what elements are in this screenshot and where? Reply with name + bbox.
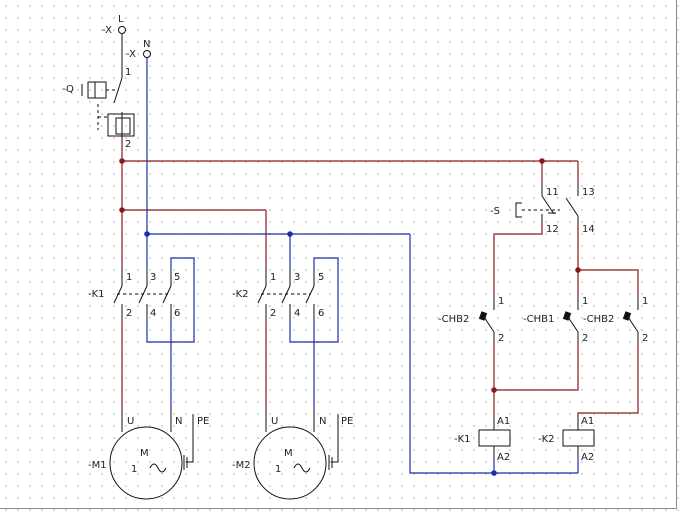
selector-pin-14: 14 (582, 224, 595, 235)
coil-K1-tag: -K1 (454, 434, 471, 445)
K1-pin-6: 6 (174, 308, 180, 319)
motor-M2-symbol: M (284, 448, 293, 459)
motor-M1-terminal-N: N (175, 416, 182, 427)
selector-pin-13: 13 (582, 187, 595, 198)
terminal-L-tag: -X (102, 25, 112, 36)
interlock-CHB1-tag: -CHB1 (523, 314, 554, 325)
coil-K1-pin-A2: A2 (497, 452, 510, 463)
K2-pin-1: 1 (270, 272, 276, 283)
terminal-L[interactable]: -X L (102, 14, 126, 36)
interlock-CHB2-a[interactable]: -CHB2 1 2 (438, 296, 504, 344)
motor-M2-tag: -M2 (232, 460, 251, 471)
interlock-CHB2-a-tag: -CHB2 (438, 314, 469, 325)
motor-M1-terminal-U: U (127, 416, 134, 427)
motor-M2-terminal-PE: PE (341, 416, 353, 427)
coil-K2[interactable]: -K2 A1 A2 (538, 414, 595, 463)
terminal-L-name: L (118, 14, 124, 25)
interlock-CHB2-b-pin-2: 2 (642, 333, 648, 344)
terminal-N-tag: -X (126, 49, 136, 60)
contactor-K2-tag: -K2 (232, 289, 249, 300)
interlock-CHB2-b-pin-1: 1 (642, 296, 648, 307)
motor-M2-terminal-U: U (271, 416, 278, 427)
motor-M2[interactable]: M 1 -M2 U N PE (232, 410, 353, 500)
contactor-K1[interactable]: -K1 1 3 5 2 4 6 (88, 268, 180, 319)
coil-K2-pin-A2: A2 (581, 452, 594, 463)
interlock-CHB2-a-pin-2: 2 (498, 333, 504, 344)
motor-M1-symbol: M (140, 448, 149, 459)
contactor-K1-tag: -K1 (88, 289, 105, 300)
K1-pin-1: 1 (126, 272, 132, 283)
terminal-N-name: N (143, 39, 150, 50)
motor-M1-phase: 1 (131, 464, 137, 475)
contactor-K2[interactable]: -K2 1 3 5 2 4 6 (232, 268, 324, 319)
motor-M1[interactable]: M 1 -M1 U N PE (88, 410, 209, 500)
selector-pin-12: 12 (546, 224, 559, 235)
coil-K2-tag: -K2 (538, 434, 555, 445)
neutral-wiring (144, 58, 579, 476)
breaker-pin-out: 2 (125, 139, 131, 150)
K2-pin-6: 6 (318, 308, 324, 319)
motor-M1-tag: -M1 (88, 460, 107, 471)
breaker-Q[interactable]: -Q 1 2 (62, 34, 135, 150)
K1-pin-3: 3 (150, 272, 156, 283)
K1-pin-5: 5 (174, 272, 180, 283)
interlock-CHB1-pin-2: 2 (582, 333, 588, 344)
selector-tag: -S (490, 206, 500, 217)
K1-pin-4: 4 (150, 308, 156, 319)
interlock-CHB1[interactable]: -CHB1 1 2 (523, 296, 588, 344)
breaker-pin-in: 1 (125, 67, 131, 78)
breaker-tag: -Q (62, 84, 74, 95)
selector-pin-11: 11 (546, 187, 559, 198)
K2-pin-2: 2 (270, 308, 276, 319)
motor-M1-terminal-PE: PE (197, 416, 209, 427)
phase-wiring (119, 138, 639, 414)
K2-pin-3: 3 (294, 272, 300, 283)
motor-M2-terminal-N: N (319, 416, 326, 427)
coil-K2-pin-A1: A1 (581, 416, 594, 427)
interlock-CHB2-b-tag: -CHB2 (583, 314, 614, 325)
K1-pin-2: 2 (126, 308, 132, 319)
selector-S[interactable]: -S 11 12 13 14 (490, 182, 595, 235)
coil-K1-pin-A1: A1 (497, 416, 510, 427)
interlock-CHB2-b[interactable]: -CHB2 1 2 (583, 296, 648, 344)
terminal-N[interactable]: -X N (126, 39, 151, 60)
interlock-CHB1-pin-1: 1 (582, 296, 588, 307)
coil-K1[interactable]: -K1 A1 A2 (454, 414, 511, 463)
motor-M2-phase: 1 (275, 464, 281, 475)
interlock-CHB2-a-pin-1: 1 (498, 296, 504, 307)
K2-pin-5: 5 (318, 272, 324, 283)
K2-pin-4: 4 (294, 308, 300, 319)
